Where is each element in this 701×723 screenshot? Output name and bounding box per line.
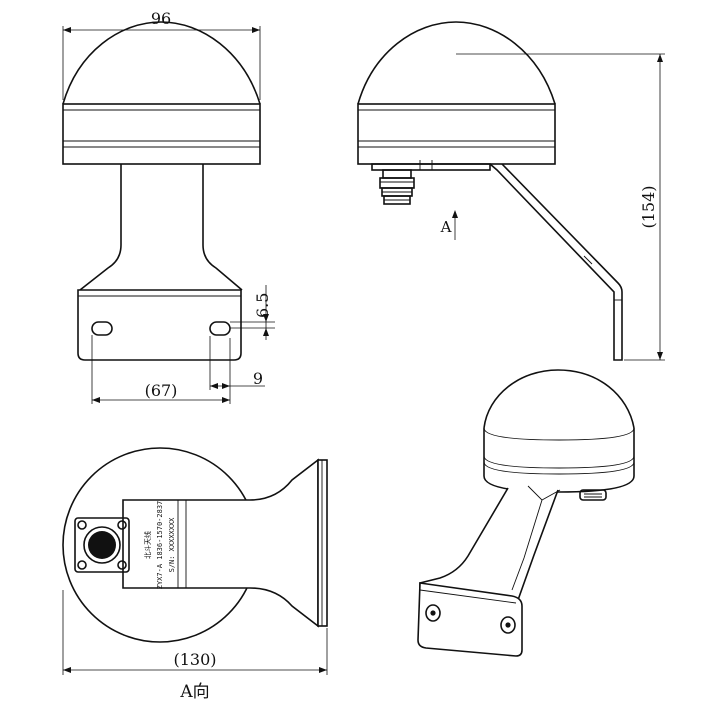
front-view (62, 21, 261, 361)
bottom-view: 北斗天线 ZYX7-A 1836-1570-2837 S/N: XXXXXXXX (62, 447, 328, 643)
nameplate-line1: 北斗天线 (143, 531, 152, 559)
iso-mount-hole-left (425, 604, 441, 622)
dim-hole-spacing: (67) (91, 335, 231, 404)
side-bracket (489, 163, 623, 361)
view-arrow: A (440, 210, 458, 240)
side-dome (357, 21, 556, 105)
dim-base-width: (130) (62, 590, 328, 675)
side-view (357, 21, 623, 361)
front-mount-slot-left (91, 321, 113, 336)
front-stem-left (79, 164, 122, 291)
side-mount-strip (371, 163, 491, 171)
iso-dome (483, 369, 635, 429)
nameplate-line2: ZYX7-A 1836-1570-2837 (156, 501, 164, 590)
side-connector (379, 169, 415, 205)
front-base-plate (77, 289, 242, 361)
iso-housing (483, 428, 635, 493)
view-arrow-label: A (440, 218, 452, 236)
nameplate: 北斗天线 ZYX7-A 1836-1570-2837 S/N: XXXXXXXX (143, 501, 176, 590)
iso-connector (579, 489, 607, 501)
dim-hole-offset-h: 9 (209, 336, 265, 390)
dim-hole-offset-h-label: 9 (253, 369, 263, 388)
front-mount-slot-right (209, 321, 231, 336)
dim-hole-offset-v-label: 6.5 (253, 293, 272, 318)
front-dome (62, 21, 261, 105)
dim-base-width-label: (130) (173, 650, 216, 669)
front-stem-right (202, 164, 243, 291)
dim-hole-spacing-label: (67) (145, 381, 178, 400)
view-direction-label: A向 (179, 682, 209, 702)
dim-top-width-label: 96 (151, 9, 171, 28)
dim-top-width: 96 (62, 9, 261, 100)
dim-total-height: (154) (456, 53, 665, 361)
iso-base-plate (417, 582, 523, 657)
front-housing (62, 103, 261, 165)
bottom-flange (317, 459, 328, 627)
dim-hole-offset-v: 6.5 (230, 285, 275, 340)
isometric-view (417, 369, 635, 657)
nameplate-line3: S/N: XXXXXXXX (168, 517, 176, 573)
side-housing (357, 103, 556, 165)
bottom-bracket-arm (122, 458, 319, 628)
bottom-connector (74, 517, 130, 573)
iso-mount-hole-right (500, 616, 516, 634)
dim-total-height-label: (154) (639, 185, 658, 228)
